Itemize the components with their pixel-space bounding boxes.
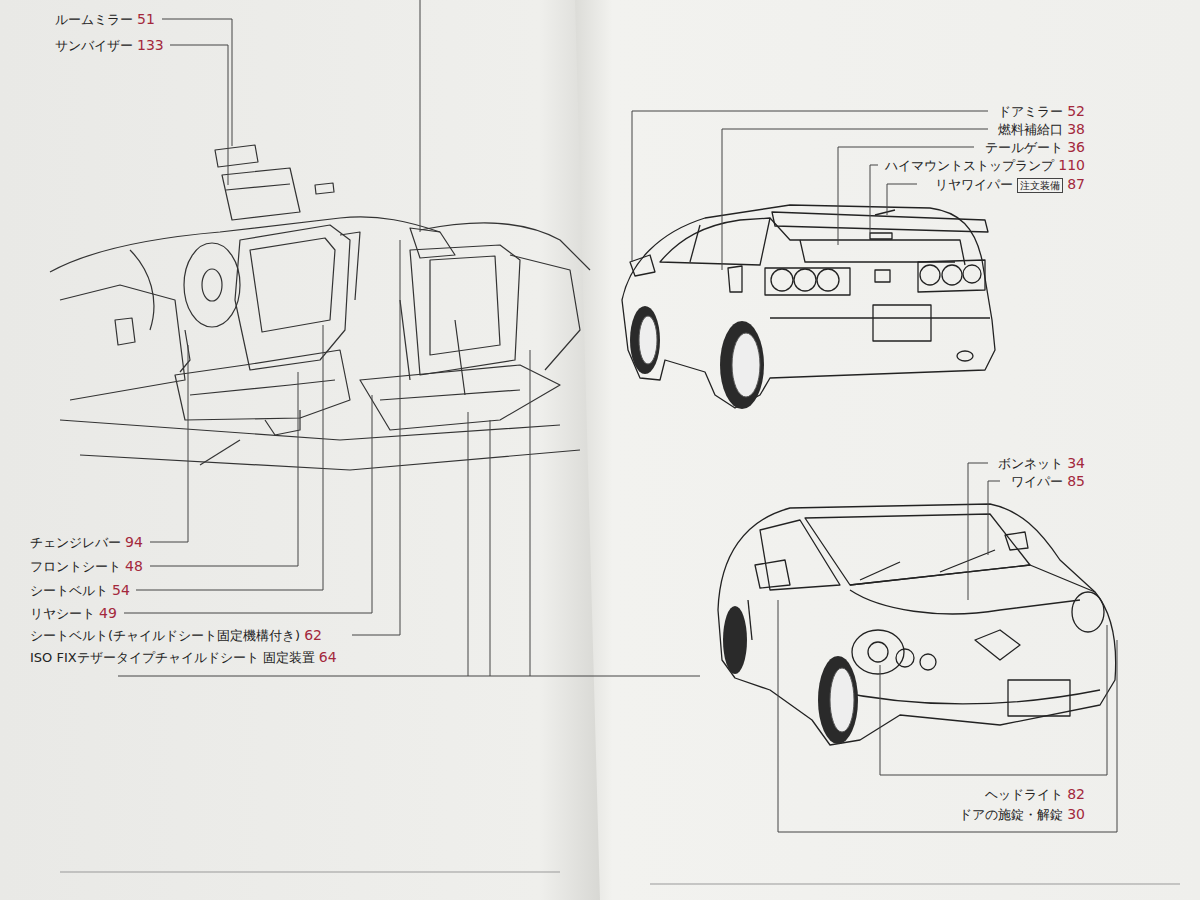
callout-number: 62 xyxy=(304,627,322,643)
rear-wheel-rims xyxy=(639,316,760,397)
part-name: シートベルト xyxy=(30,583,108,598)
callout-number: 48 xyxy=(125,558,143,574)
callout-row: テールゲート 36 xyxy=(985,138,1085,157)
callout-row: 燃料補給口 38 xyxy=(998,120,1085,139)
part-name: ボンネット xyxy=(998,456,1063,471)
part-name: サンバイザー xyxy=(55,38,133,53)
callout-number: 85 xyxy=(1067,473,1085,489)
part-name: ドアミラー xyxy=(998,104,1063,119)
front-wheel-rims xyxy=(830,668,854,732)
callout-row: シートベルト(チャイルドシート固定機構付き) 62 xyxy=(30,626,322,645)
part-name: 燃料補給口 xyxy=(998,122,1063,137)
callout-number: 36 xyxy=(1067,139,1085,155)
leader-lines xyxy=(632,111,1117,832)
part-name: リヤワイパー xyxy=(935,177,1013,192)
callout-row: フロントシート 48 xyxy=(30,557,143,576)
interior-drawing xyxy=(50,145,590,470)
part-name: テールゲート xyxy=(985,140,1063,155)
part-name: フロントシート xyxy=(30,559,121,574)
callout-number: 54 xyxy=(112,582,130,598)
callout-row: ワイパー 85 xyxy=(1011,472,1085,491)
left-page xyxy=(0,0,600,900)
part-name: シートベルト(チャイルドシート固定機構付き) xyxy=(30,628,300,643)
part-name: ドアの施錠・解錠 xyxy=(959,807,1063,822)
callout-row: ヘッドライト 82 xyxy=(985,785,1085,804)
callout-row: ドアの施錠・解錠 30 xyxy=(959,805,1085,824)
part-name: ルームミラー xyxy=(55,12,133,27)
callout-row: ISO FIXテザータイプチャイルドシート 固定装置 64 xyxy=(30,648,350,667)
callout-row: ルームミラー 51 xyxy=(55,10,155,29)
callout-number: 51 xyxy=(137,11,155,27)
callout-number: 94 xyxy=(125,534,143,550)
part-name: ヘッドライト xyxy=(985,787,1063,802)
callout-number: 133 xyxy=(137,37,164,53)
part-name: ハイマウントストップランプ xyxy=(885,158,1054,173)
option-badge: 注文装備 xyxy=(1017,178,1063,193)
rear-wheels xyxy=(630,306,764,409)
callout-row: ボンネット 34 xyxy=(998,454,1085,473)
callout-row: ドアミラー 52 xyxy=(998,102,1085,121)
right-page xyxy=(575,0,1200,900)
callout-number: 64 xyxy=(319,649,337,665)
callout-row: ハイマウントストップランプ 110 xyxy=(885,156,1085,175)
callout-number: 110 xyxy=(1058,157,1085,173)
part-name: リヤシート xyxy=(30,606,95,621)
front-wheels xyxy=(723,606,858,744)
part-name: ワイパー xyxy=(1011,474,1063,489)
callout-row: サンバイザー 133 xyxy=(55,36,164,55)
callout-number: 87 xyxy=(1067,176,1085,192)
callout-row: チェンジレバー 94 xyxy=(30,533,143,552)
part-name: ISO FIXテザータイプチャイルドシート 固定装置 xyxy=(30,650,315,665)
leader-lines xyxy=(118,0,700,676)
callout-row: シートベルト 54 xyxy=(30,581,130,600)
callout-number: 38 xyxy=(1067,121,1085,137)
callout-number: 82 xyxy=(1067,786,1085,802)
part-name: チェンジレバー xyxy=(30,535,121,550)
callout-row: リヤシート 49 xyxy=(30,604,117,623)
rear-car-drawing xyxy=(622,205,995,408)
callout-number: 30 xyxy=(1067,806,1085,822)
callout-number: 52 xyxy=(1067,103,1085,119)
callout-number: 34 xyxy=(1067,455,1085,471)
callout-number: 49 xyxy=(99,605,117,621)
callout-row: リヤワイパー注文装備 87 xyxy=(935,175,1085,194)
